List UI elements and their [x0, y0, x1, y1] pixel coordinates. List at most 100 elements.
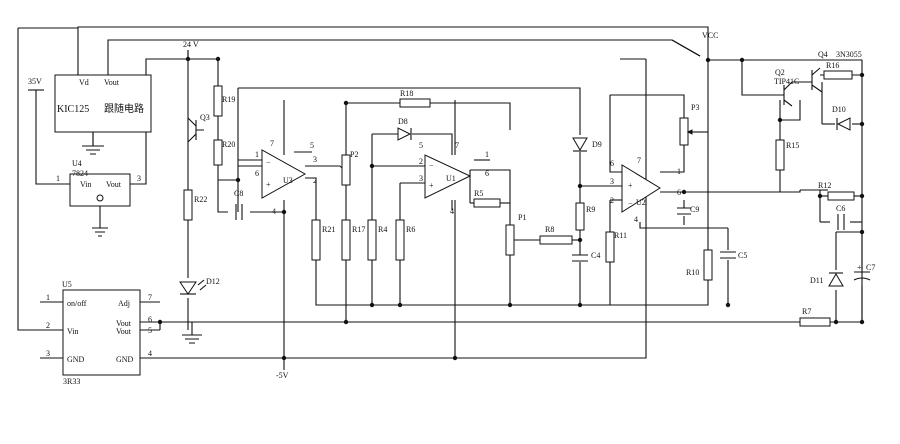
wires [17, 26, 863, 370]
u2-pin6: 6 [610, 159, 614, 168]
vcc-label: VCC [702, 31, 718, 40]
q3-transistor: Q3 [187, 113, 210, 143]
r19-label: R19 [222, 95, 235, 104]
r20-resistor: R20 [213, 139, 235, 166]
u2-opamp: U2 + − 6 3 2 7 1 6 4 [610, 156, 681, 224]
u5-vout1-label: Vout [116, 319, 132, 328]
d8-diode: D8 [397, 117, 412, 141]
u3-pin6: 6 [255, 169, 259, 178]
u4-vin-label: Vin [80, 180, 92, 189]
u4-regulator: U4 7824 Vin Vout 1 3 [56, 159, 141, 237]
r4-label: R4 [378, 225, 387, 234]
d10-label: D10 [832, 105, 846, 114]
u5-pin6: 6 [148, 315, 152, 324]
c9-label: C9 [690, 205, 699, 214]
d11-diode: D11 [810, 272, 844, 287]
kic-part-label: KIC125 [57, 104, 89, 115]
p3-potentiometer: P3 [679, 103, 699, 146]
r12-label: R12 [818, 181, 831, 190]
c8-capacitor: C8 [234, 189, 243, 220]
u4-vout-label: Vout [106, 180, 122, 189]
r16-label: R16 [826, 61, 839, 70]
q4-part-label: 3N3055 [836, 50, 862, 59]
u5-pin3: 3 [46, 349, 50, 358]
supply-35v: 35V [28, 77, 44, 91]
r15-resistor: R15 [775, 139, 799, 171]
u4-pin1: 1 [56, 174, 60, 183]
u1-pin1: 1 [485, 150, 489, 159]
u1-pin4: 4 [450, 207, 454, 216]
u2-pin7: 7 [637, 156, 641, 165]
r5-label: R5 [474, 189, 483, 198]
u3-opamp: U3 − + 1 6 7 5 3 2 4 [255, 139, 317, 216]
r6-label: R6 [406, 225, 415, 234]
c7-plus: + [857, 263, 862, 272]
u2-pin3: 3 [610, 177, 614, 186]
r12-resistor: R12 [818, 181, 855, 201]
r17-label: R17 [352, 225, 365, 234]
u5-gnd1-label: GND [67, 355, 85, 364]
d12-led: D12 [179, 277, 220, 295]
u3-pin3: 3 [313, 155, 317, 164]
q2-part-label: TIP41C [774, 77, 799, 86]
c6-capacitor: C6 [836, 204, 845, 230]
r8-resistor: R8 [539, 225, 573, 245]
d11-label: D11 [810, 276, 823, 285]
r7-label: R7 [802, 307, 811, 316]
p2-potentiometer: P2 [339, 150, 358, 186]
r6-resistor: R6 [395, 219, 415, 261]
u3-label: U3 [283, 176, 293, 185]
u2-minus: − [628, 199, 633, 208]
r5-resistor: R5 [473, 189, 501, 208]
vcc-switch-line [671, 39, 701, 57]
ground-u5 [182, 334, 202, 344]
u3-pin5: 5 [310, 141, 314, 150]
c9-capacitor: C9 [677, 205, 699, 215]
supply-24v-label: 24 V [183, 40, 199, 49]
q4-transistor: Q4 3N3055 [811, 50, 862, 93]
p3-label: P3 [691, 103, 699, 112]
r8-label: R8 [545, 225, 554, 234]
u2-pin6b: 6 [677, 188, 681, 197]
u3-plus: + [266, 180, 271, 189]
r10-resistor: R10 [686, 249, 713, 281]
r20-label: R20 [222, 140, 235, 149]
u1-pin2: 2 [419, 157, 423, 166]
u3-pin1: 1 [255, 150, 259, 159]
u1-minus: − [429, 161, 434, 170]
q2-transistor: Q2 TIP41C [774, 68, 799, 107]
u5-pin1: 1 [46, 293, 50, 302]
d9-diode: D9 [572, 137, 602, 152]
kic-vout-label: Vout [104, 78, 120, 87]
u5-part-label: 3R33 [63, 377, 80, 386]
u5-pin2: 2 [46, 321, 50, 330]
u5-pin5: 5 [148, 326, 152, 335]
r19-resistor: R19 [213, 85, 235, 117]
r21-resistor: R21 [311, 219, 335, 261]
kic-vd-label: Vd [79, 78, 89, 87]
u1-opamp: U1 − + 5 2 3 7 1 6 4 [419, 141, 490, 216]
r10-label: R10 [686, 268, 699, 277]
r18-resistor: R18 [399, 89, 431, 108]
u5-pin7: 7 [148, 293, 152, 302]
r4-resistor: R4 [367, 219, 387, 261]
d10-diode: D10 [832, 105, 851, 131]
r15-label: R15 [786, 141, 799, 150]
u2-plus: + [628, 181, 633, 190]
d8-label: D8 [398, 117, 408, 126]
r9-label: R9 [586, 205, 595, 214]
r7-resistor: R7 [799, 307, 831, 327]
u3-pin2: 2 [313, 176, 317, 185]
u1-label: U1 [446, 174, 456, 183]
r21-label: R21 [322, 225, 335, 234]
r18-label: R18 [400, 89, 413, 98]
u5-gnd2-label: GND [116, 355, 134, 364]
u2-pin2: 2 [610, 196, 614, 205]
r9-resistor: R9 [575, 202, 595, 231]
p1-label: P1 [518, 213, 526, 222]
p2-label: P2 [350, 150, 358, 159]
u5-adj-label: Adj [118, 299, 130, 308]
r17-resistor: R17 [341, 219, 365, 261]
u2-pin1: 1 [677, 167, 681, 176]
u3-pin7: 7 [270, 139, 274, 148]
